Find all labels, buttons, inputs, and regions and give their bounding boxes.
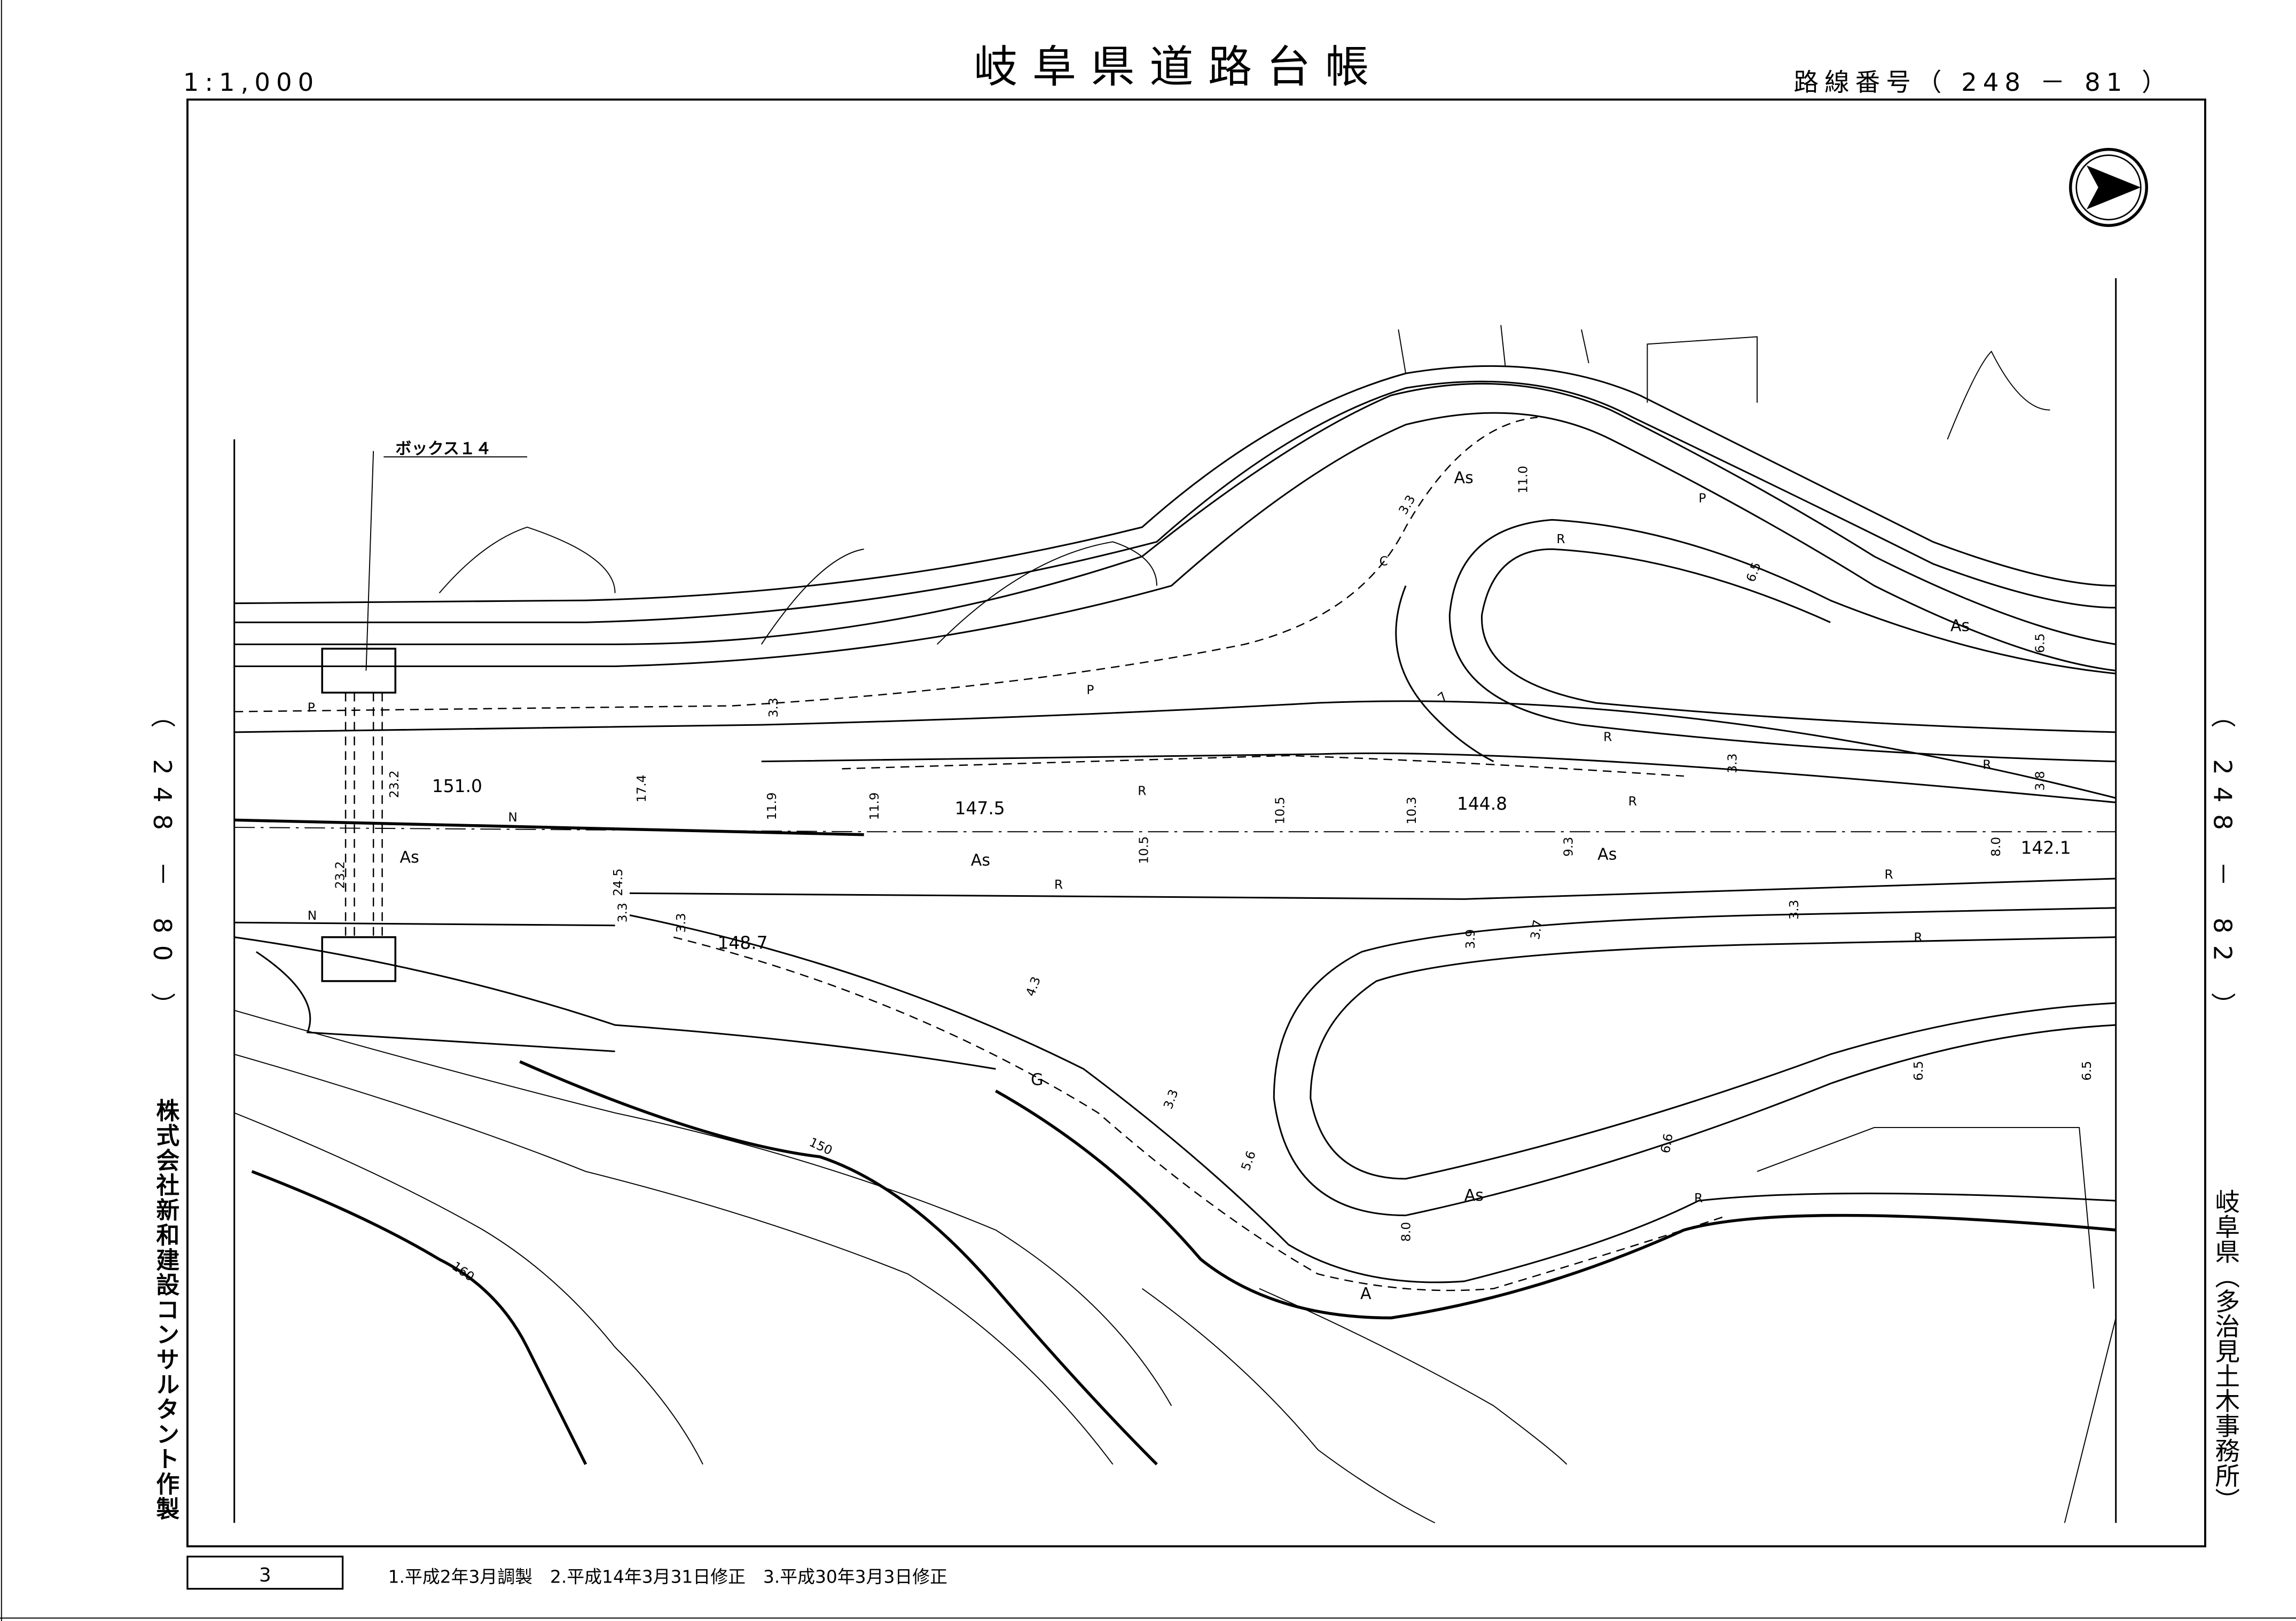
surface-label: As [971,851,990,870]
map-annotations: ボックス１４ 151.0 147.5 144.8 142.1 148.7 As … [308,440,2094,1303]
code-label: R [1914,930,1922,945]
code-label: R [1885,867,1893,882]
code-label: R [1982,757,1991,772]
road-linework [233,278,2117,1524]
surface-label: As [1454,469,1474,488]
dimension-label: 17.4 [634,775,649,803]
code-label: G [1031,1071,1043,1090]
sheet-number-box [186,1555,344,1590]
dimension-label: 3.3 [1787,900,1801,920]
dimension-label: 3.3 [674,913,688,933]
map-frame [186,98,2206,1548]
dimension-label: 3.3 [1726,754,1740,773]
dimension-label: 23.2 [387,770,402,798]
elevation: 147.5 [955,797,1005,818]
sheet-title: 岐阜県道路台帳 [974,42,1384,93]
dimension-label: 4.3 [1023,975,1044,998]
code-label: R [1054,878,1063,892]
scale-label: 1:1,000 [183,68,320,97]
right-adjacent-sheet[interactable]: （ 248 － 82 ） [2208,703,2237,1029]
surface-label: As [1597,845,1617,864]
elevation: 142.1 [2021,837,2071,858]
dimension-label: 3.8 [2033,771,2047,790]
dimension-label: 10.5 [1273,797,1287,825]
surface-label: As [1464,1186,1484,1205]
dimension-label: 24.5 [611,868,625,896]
code-label: P [1698,491,1706,505]
dimension-label: 6.5 [2080,1061,2094,1080]
elevation: 148.7 [717,933,767,953]
box-culvert-label: ボックス１４ [395,440,491,458]
surface-label: As [400,848,419,867]
route-number: 路線番号（ 248 － 81 ） [1794,68,2173,97]
code-label: A [1360,1285,1372,1303]
code-label: P [308,700,315,715]
code-label: R [1603,730,1612,744]
dimension-label: 7 [1435,689,1451,705]
revision-history: 1.平成2年3月調製 2.平成14年3月31日修正 3.平成30年3月3日修正 [388,1567,947,1587]
dimension-label: 3.3 [1161,1087,1181,1111]
dimension-label: 6.5 [2033,633,2047,653]
sheet-number: 3 [259,1564,271,1586]
dimension-label: 3.7 [1528,919,1546,941]
dimension-label: 5.6 [1239,1149,1259,1172]
dimension-label: 11.9 [867,792,882,820]
north-arrow-icon [2068,147,2149,227]
left-adjacent-sheet[interactable]: （ 248 － 80 ） [148,703,177,1029]
code-label: R [1628,794,1637,809]
code-label: P [1086,683,1094,698]
dimension-label: 6.5 [1911,1061,1926,1080]
dimension-label: 8.0 [1399,1222,1413,1242]
code-label: C [1380,554,1388,568]
surface-label: As [1950,617,1970,636]
dimension-label: 3.3 [1396,492,1419,517]
dimension-label: 11.0 [1516,466,1531,494]
dimension-label: 3.9 [1463,929,1478,949]
code-label: R [1556,532,1565,546]
dimension-label: 10.3 [1405,797,1419,825]
dimension-label: 6.6 [1658,1132,1676,1154]
dimension-label: 10.5 [1137,836,1151,864]
elevation: 151.0 [432,776,482,796]
office-label: 岐阜県（多治見土木事務所） [2211,1189,2240,1513]
dimension-label: 3.3 [766,698,781,717]
dimension-label: 8.0 [1989,837,2003,857]
elevation: 144.8 [1457,793,1507,814]
maker-label: 株式会社新和建設コンサルタント作製 [152,1098,179,1522]
dimension-label: 23.2 [333,861,347,889]
code-label: R [1138,784,1146,798]
code-label: N [308,909,317,923]
code-label: R [1694,1191,1703,1205]
dimension-label: 11.9 [765,792,779,820]
dimension-label: 3.3 [615,903,630,922]
dimension-label: 9.3 [1562,837,1576,857]
code-label: N [508,810,517,825]
